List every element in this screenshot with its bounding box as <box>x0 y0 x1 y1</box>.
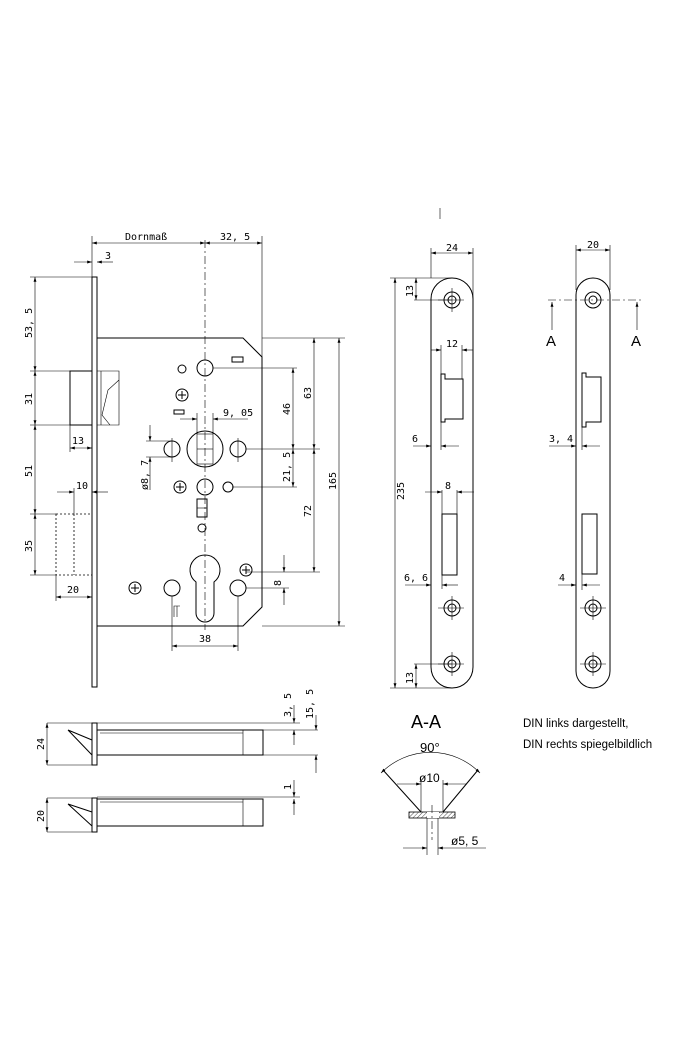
section-label-a-right: A <box>631 333 641 350</box>
dim-24-bottom: 24 <box>36 738 47 750</box>
note-din-left: DIN links dargestellt, <box>523 718 628 730</box>
lock-front-view <box>55 240 263 688</box>
dim-32-5: 32, 5 <box>220 232 250 243</box>
dim-24: 24 <box>446 243 458 254</box>
screw-icon <box>173 480 187 494</box>
lock-bottom-views: 24 3, 5 15, 5 20 1 <box>36 689 318 833</box>
latch-inner <box>97 370 120 426</box>
dim-dia-5-5: ø5, 5 <box>451 834 479 848</box>
dim-20-bottom: 20 <box>36 810 47 822</box>
dim-31: 31 <box>24 393 35 405</box>
strike-plate-din: 24 235 13 13 12 6 8 6, 6 <box>390 243 474 689</box>
section-title: A-A <box>411 712 441 732</box>
note-din-right: DIN rechts spiegelbildlich <box>523 739 652 751</box>
cylinder-cutout <box>189 554 221 623</box>
dim-63: 63 <box>303 387 314 399</box>
dim-8-strike: 8 <box>445 481 451 492</box>
dim-4: 4 <box>559 573 565 584</box>
lock-dimensions: Dornmaß 32, 5 3 53, 5 31 51 35 13 10 20 … <box>24 232 345 651</box>
dim-53-5: 53, 5 <box>24 308 35 338</box>
dim-46: 46 <box>282 403 293 415</box>
dim-20-strike: 20 <box>587 240 599 251</box>
dim-1: 1 <box>283 784 294 790</box>
dim-235: 235 <box>396 482 407 500</box>
dim-38: 38 <box>199 634 211 645</box>
section-label-a-left: A <box>546 333 556 350</box>
dim-90-deg: 90° <box>420 740 440 755</box>
dim-3-4: 3, 4 <box>549 434 573 445</box>
dim-13-bottom: 13 <box>405 672 416 684</box>
follower <box>186 430 224 468</box>
dim-13-top: 13 <box>405 285 416 297</box>
dim-12: 12 <box>446 339 458 350</box>
dim-35: 35 <box>24 540 35 552</box>
screw-icon <box>175 388 189 402</box>
dim-9-05: 9, 05 <box>223 408 253 419</box>
dim-dia-10: ø10 <box>419 771 440 785</box>
dim-21-5: 21, 5 <box>282 452 293 482</box>
dim-3: 3 <box>105 251 111 262</box>
screw-icon <box>239 563 253 577</box>
section-a-a: A-A 90° ø10 ø5, 5 <box>380 712 486 855</box>
dim-dornmass: Dornmaß <box>125 232 167 243</box>
dim-6-6: 6, 6 <box>404 573 428 584</box>
dim-51: 51 <box>24 465 35 477</box>
latch-bolt <box>69 370 93 426</box>
dim-165: 165 <box>328 472 339 490</box>
faceplate <box>91 276 98 688</box>
dim-20: 20 <box>67 585 79 596</box>
lock-case <box>97 337 263 627</box>
screw-icon <box>128 581 142 595</box>
dim-dia-8-7: ø8, 7 <box>140 460 151 490</box>
strike-plate-narrow: A A 20 3, 4 4 <box>546 240 643 689</box>
dim-15-5: 15, 5 <box>305 689 316 719</box>
dim-72: 72 <box>303 505 314 517</box>
dim-10: 10 <box>76 481 88 492</box>
dim-13: 13 <box>72 436 84 447</box>
dim-8: 8 <box>273 580 284 586</box>
dim-6: 6 <box>412 434 418 445</box>
dim-3-5: 3, 5 <box>283 693 294 717</box>
